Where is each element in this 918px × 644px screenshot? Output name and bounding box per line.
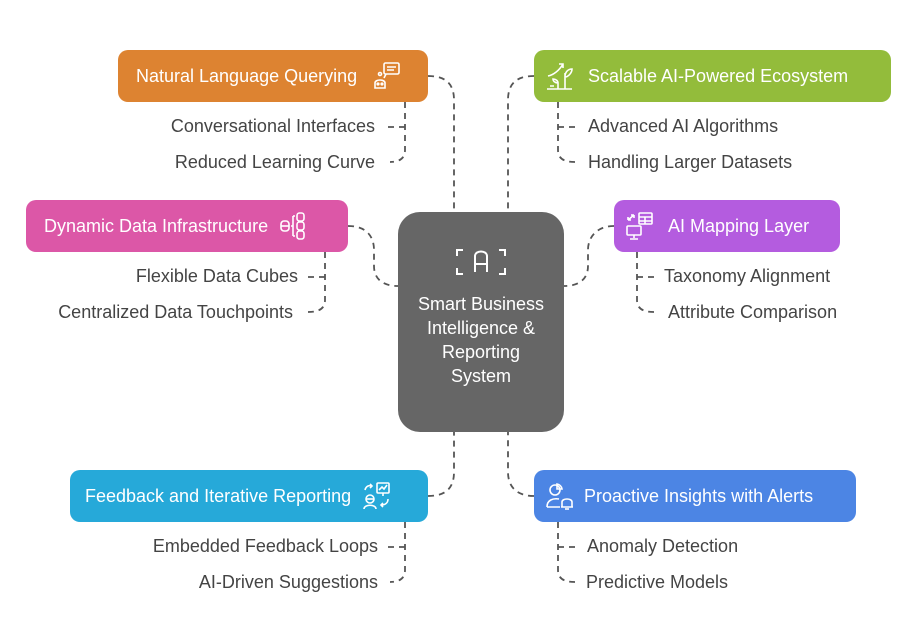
leaf-taxonomy-alignment: Taxonomy Alignment — [664, 266, 831, 286]
branch-dynamic-data-infrastructure[interactable]: Dynamic Data Infrastructure — [26, 200, 348, 252]
leaf-connector-fir — [388, 522, 406, 583]
connector-feedback — [427, 432, 455, 497]
monitor-table-sync-icon — [624, 210, 656, 242]
connector-scalable-ecosystem — [507, 75, 535, 212]
leaf-connector-ddi — [307, 252, 326, 313]
connector-ai-mapping — [563, 225, 615, 287]
leaf-handling-larger-datasets: Handling Larger Datasets — [588, 152, 793, 172]
database-hierarchy-icon — [278, 210, 310, 242]
chatbot-icon — [371, 60, 403, 92]
leaf-anomaly-detection: Anomaly Detection — [587, 536, 739, 556]
leaf-predictive-models: Predictive Models — [586, 572, 729, 592]
ai-frame-icon — [456, 249, 506, 275]
connector-dynamic-data — [347, 225, 399, 287]
leaf-attribute-comparison: Attribute Comparison — [668, 302, 838, 322]
branch-title: Dynamic Data Infrastructure — [44, 215, 269, 236]
branch-title: Natural Language Querying — [136, 65, 358, 86]
branch-title: AI Mapping Layer — [668, 215, 810, 236]
branch-natural-language-querying[interactable]: Natural Language Querying — [118, 50, 428, 102]
leaf-ai-driven-suggestions: AI-Driven Suggestions — [198, 572, 378, 592]
leaf-conversational-interfaces: Conversational Interfaces — [170, 116, 375, 136]
branch-title: Feedback and Iterative Reporting — [85, 485, 352, 506]
user-alert-icon — [544, 480, 576, 512]
branch-ai-mapping-layer[interactable]: AI Mapping Layer — [614, 200, 840, 252]
connector-natural-language — [427, 75, 455, 212]
branch-proactive-insights-alerts[interactable]: Proactive Insights with Alerts — [534, 470, 856, 522]
leaf-embedded-feedback-loops: Embedded Feedback Loops — [152, 536, 378, 556]
leaf-connector-aml — [636, 252, 655, 313]
branch-scalable-ai-ecosystem[interactable]: Scalable AI-Powered Ecosystem — [534, 50, 891, 102]
branch-title: Proactive Insights with Alerts — [584, 485, 814, 506]
growth-plant-icon — [544, 60, 576, 92]
leaf-centralized-data-touchpoints: Centralized Data Touchpoints — [58, 302, 293, 322]
leaf-connector-pia — [557, 522, 576, 583]
user-feedback-chart-icon — [361, 480, 393, 512]
central-topic-title: Smart Business Intelligence & Reporting … — [417, 294, 545, 386]
leaf-flexible-data-cubes: Flexible Data Cubes — [135, 266, 298, 286]
leaf-reduced-learning-curve: Reduced Learning Curve — [174, 152, 375, 172]
leaf-connector-sae — [557, 102, 576, 163]
leaf-connector-nlq — [388, 102, 406, 163]
central-topic-node[interactable]: Smart Business Intelligence & Reporting … — [398, 212, 564, 432]
branch-feedback-iterative-reporting[interactable]: Feedback and Iterative Reporting — [70, 470, 428, 522]
connector-proactive — [507, 432, 535, 497]
leaf-advanced-ai-algorithms: Advanced AI Algorithms — [588, 116, 779, 136]
branch-title: Scalable AI-Powered Ecosystem — [588, 65, 849, 86]
